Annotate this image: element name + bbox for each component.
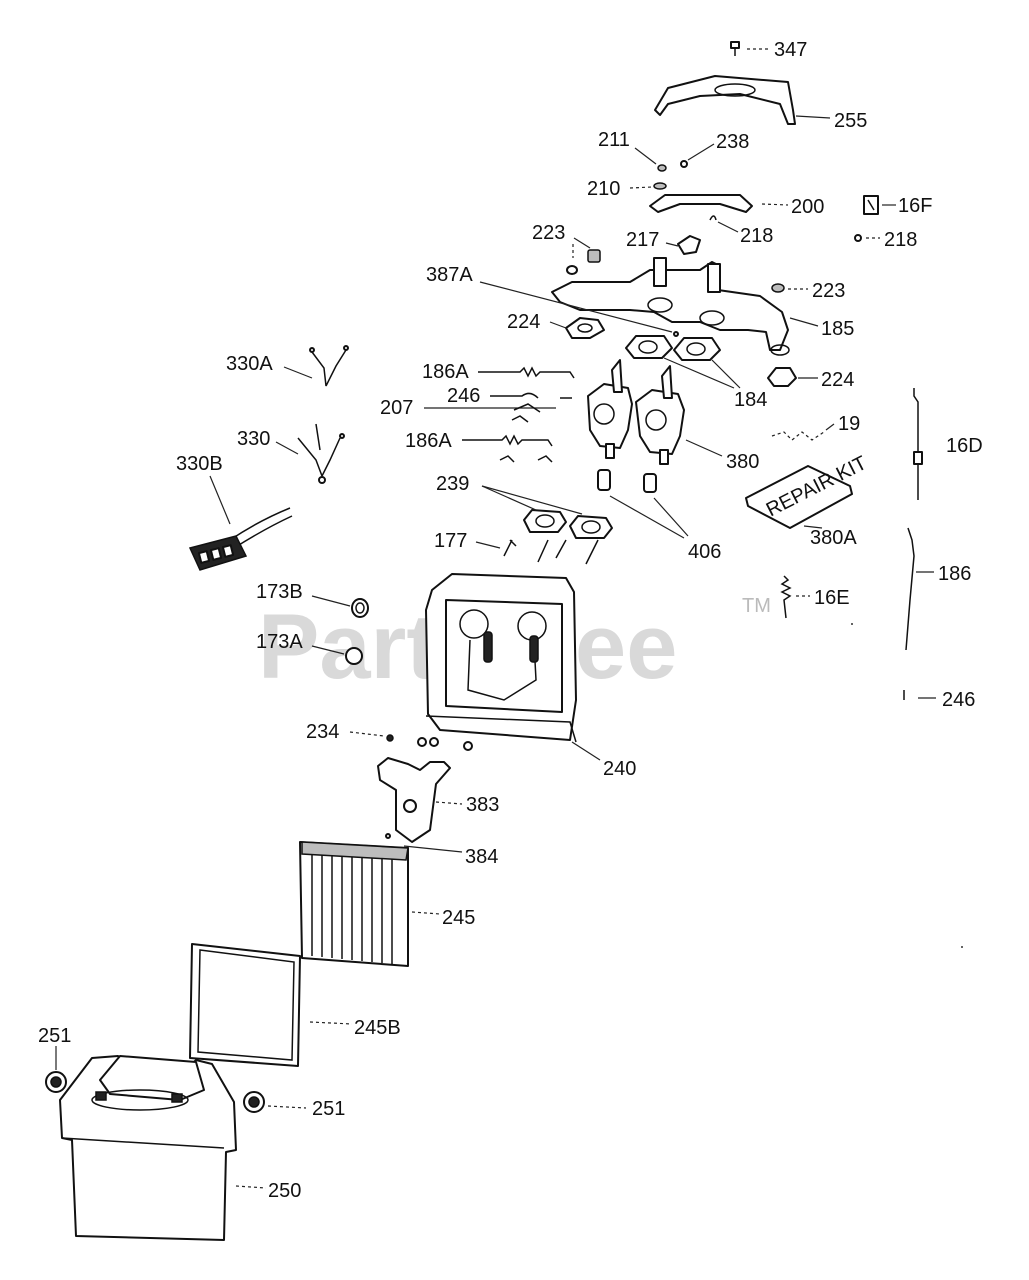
label-251-a: 251 <box>38 1025 71 1047</box>
part-224-gasket-a[interactable] <box>549 317 605 339</box>
label-234: 234 <box>306 721 339 743</box>
stray-dot-1 <box>851 623 853 625</box>
part-200-bracket[interactable] <box>649 194 789 213</box>
label-16F: 16F <box>898 195 932 217</box>
label-239: 239 <box>436 473 469 495</box>
part-224-gasket-b[interactable] <box>767 367 818 387</box>
label-246-b: 246 <box>942 689 975 711</box>
label-210: 210 <box>587 178 620 200</box>
part-251-knob-a[interactable] <box>45 1046 67 1093</box>
part-250-cover[interactable] <box>59 1055 267 1241</box>
label-218-a: 218 <box>740 225 773 247</box>
label-255: 255 <box>834 110 867 132</box>
part-218-clip-a[interactable] <box>709 215 739 233</box>
label-16E: 16E <box>814 587 850 609</box>
part-173B-plug[interactable] <box>311 595 369 618</box>
part-207-link[interactable] <box>424 403 556 423</box>
label-223-b: 223 <box>812 280 845 302</box>
part-330-wire[interactable] <box>275 423 345 484</box>
label-380: 380 <box>726 451 759 473</box>
label-186A-a: 186A <box>422 361 469 383</box>
label-384: 384 <box>465 846 498 868</box>
label-406: 406 <box>688 541 721 563</box>
part-223-spacer-a[interactable] <box>566 237 601 275</box>
part-223-spacer-b[interactable] <box>771 283 808 293</box>
part-255-cover[interactable] <box>654 75 831 125</box>
part-186A-spring-a[interactable] <box>478 366 575 379</box>
label-246-a: 246 <box>447 385 480 407</box>
label-173B: 173B <box>256 581 303 603</box>
label-245: 245 <box>442 907 475 929</box>
part-387A-pin[interactable] <box>479 281 679 337</box>
label-223-a: 223 <box>532 222 565 244</box>
part-330B-connector[interactable] <box>188 475 293 571</box>
part-173A-plug[interactable] <box>311 645 363 665</box>
part-383-bracket[interactable] <box>377 757 463 843</box>
part-210-washer[interactable] <box>629 182 667 190</box>
label-207: 207 <box>380 397 413 419</box>
label-387A: 387A <box>426 264 473 286</box>
label-19: 19 <box>838 413 860 435</box>
part-251-knob-b[interactable] <box>243 1091 307 1113</box>
label-330: 330 <box>237 428 270 450</box>
part-16F-clip[interactable] <box>863 195 896 215</box>
part-211-nut[interactable] <box>634 147 667 172</box>
part-186-rod[interactable] <box>905 527 934 651</box>
label-211: 211 <box>598 129 630 151</box>
label-380A: 380A <box>810 527 857 549</box>
label-186: 186 <box>938 563 971 585</box>
part-238-screw[interactable] <box>680 143 715 168</box>
part-380A-repair-kit[interactable]: REPAIR KIT <box>745 452 870 529</box>
label-238: 238 <box>716 131 749 153</box>
label-383: 383 <box>466 794 499 816</box>
label-200: 200 <box>791 196 824 218</box>
part-186A-spring-b[interactable] <box>462 434 553 463</box>
part-384-screw[interactable] <box>385 833 463 853</box>
label-330A: 330A <box>226 353 273 375</box>
label-185: 185 <box>821 318 854 340</box>
label-250: 250 <box>268 1180 301 1202</box>
part-19-spring[interactable] <box>771 423 835 441</box>
label-224-a: 224 <box>507 311 540 333</box>
label-347: 347 <box>774 39 807 61</box>
part-217-lever[interactable] <box>665 235 701 255</box>
label-251-b: 251 <box>312 1098 345 1120</box>
part-245-filter[interactable] <box>299 841 441 967</box>
part-16E-spring[interactable] <box>780 575 810 619</box>
label-186A-b: 186A <box>405 430 452 452</box>
part-330A-wire[interactable] <box>283 345 349 387</box>
part-218-clip-b[interactable] <box>854 234 880 242</box>
label-173A: 173A <box>256 631 303 653</box>
label-224-b: 224 <box>821 369 854 391</box>
part-406-fittings[interactable] <box>597 469 689 539</box>
part-245B-precleaner[interactable] <box>189 943 353 1067</box>
label-330B: 330B <box>176 453 223 475</box>
part-239-gaskets[interactable] <box>481 485 613 539</box>
label-245B: 245B <box>354 1017 401 1039</box>
watermark-tm: TM <box>742 595 771 617</box>
label-177: 177 <box>434 530 467 552</box>
part-16D-rod[interactable] <box>913 388 923 500</box>
part-184-gaskets[interactable] <box>625 335 741 389</box>
label-217: 217 <box>626 229 659 251</box>
part-234-nuts[interactable] <box>349 731 473 751</box>
label-184: 184 <box>734 389 767 411</box>
stray-dot-2 <box>961 946 963 948</box>
label-16D: 16D <box>946 435 983 457</box>
label-240: 240 <box>603 758 636 780</box>
part-240-air-cleaner-base[interactable] <box>425 573 601 761</box>
part-185-intake-manifold[interactable] <box>551 257 819 356</box>
part-380-carburetors[interactable] <box>587 359 723 465</box>
part-177-studs[interactable] <box>475 539 599 565</box>
part-347-screw[interactable] <box>730 41 770 56</box>
part-246-clip-b[interactable] <box>903 690 936 700</box>
part-246-link-a[interactable] <box>490 392 572 399</box>
label-218-b: 218 <box>884 229 917 251</box>
